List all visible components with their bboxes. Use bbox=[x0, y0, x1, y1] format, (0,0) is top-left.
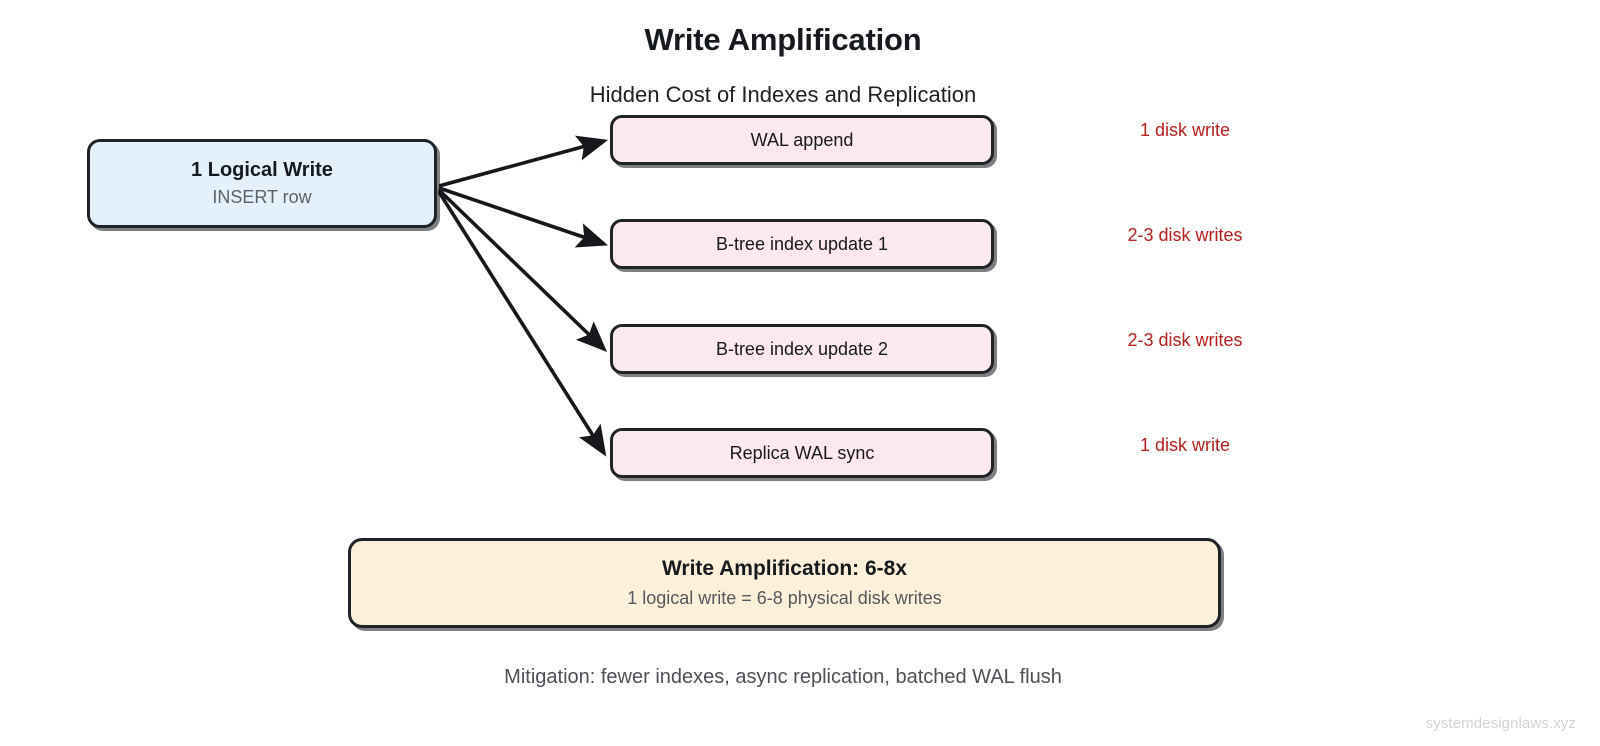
node-summary-title: Write Amplification: 6-8x bbox=[661, 556, 908, 580]
node-logical-write-title: 1 Logical Write bbox=[191, 158, 333, 181]
cost-label-btree-index-update-2: 2-3 disk writes bbox=[1127, 330, 1243, 350]
arrow-to-index-1 bbox=[438, 186, 609, 248]
cost-label-wal-append: 1 disk write bbox=[1139, 120, 1231, 140]
arrow-to-replica-sync bbox=[437, 191, 607, 457]
watermark: systemdesignlaws.xyz bbox=[1425, 715, 1576, 732]
cost-label-replica-wal-sync: 1 disk write bbox=[1139, 435, 1231, 455]
node-replica-wal-sync-label: Replica WAL sync bbox=[729, 442, 875, 463]
node-summary-write-amplification[interactable]: Write Amplification: 6-8x 1 logical writ… bbox=[348, 538, 1221, 628]
node-btree-index-update-2-label: B-tree index update 2 bbox=[715, 338, 889, 359]
node-logical-write[interactable]: 1 Logical Write INSERT row bbox=[87, 139, 437, 228]
cost-label-btree-index-update-1: 2-3 disk writes bbox=[1127, 225, 1243, 245]
page-subtitle: Hidden Cost of Indexes and Replication bbox=[589, 82, 977, 107]
page-title: Write Amplification bbox=[644, 22, 922, 57]
mitigation-note: Mitigation: fewer indexes, async replica… bbox=[504, 666, 1062, 688]
node-wal-append[interactable]: WAL append bbox=[610, 115, 994, 165]
arrow-to-wal-append bbox=[438, 135, 609, 188]
node-btree-index-update-2[interactable]: B-tree index update 2 bbox=[610, 324, 994, 374]
node-replica-wal-sync[interactable]: Replica WAL sync bbox=[610, 428, 994, 478]
arrow-to-index-2 bbox=[437, 188, 608, 352]
node-logical-write-subtitle: INSERT row bbox=[212, 186, 312, 207]
node-summary-subtitle: 1 logical write = 6-8 physical disk writ… bbox=[627, 587, 942, 608]
node-btree-index-update-1[interactable]: B-tree index update 1 bbox=[610, 219, 994, 269]
node-wal-append-label: WAL append bbox=[750, 129, 854, 150]
node-btree-index-update-1-label: B-tree index update 1 bbox=[715, 233, 889, 254]
